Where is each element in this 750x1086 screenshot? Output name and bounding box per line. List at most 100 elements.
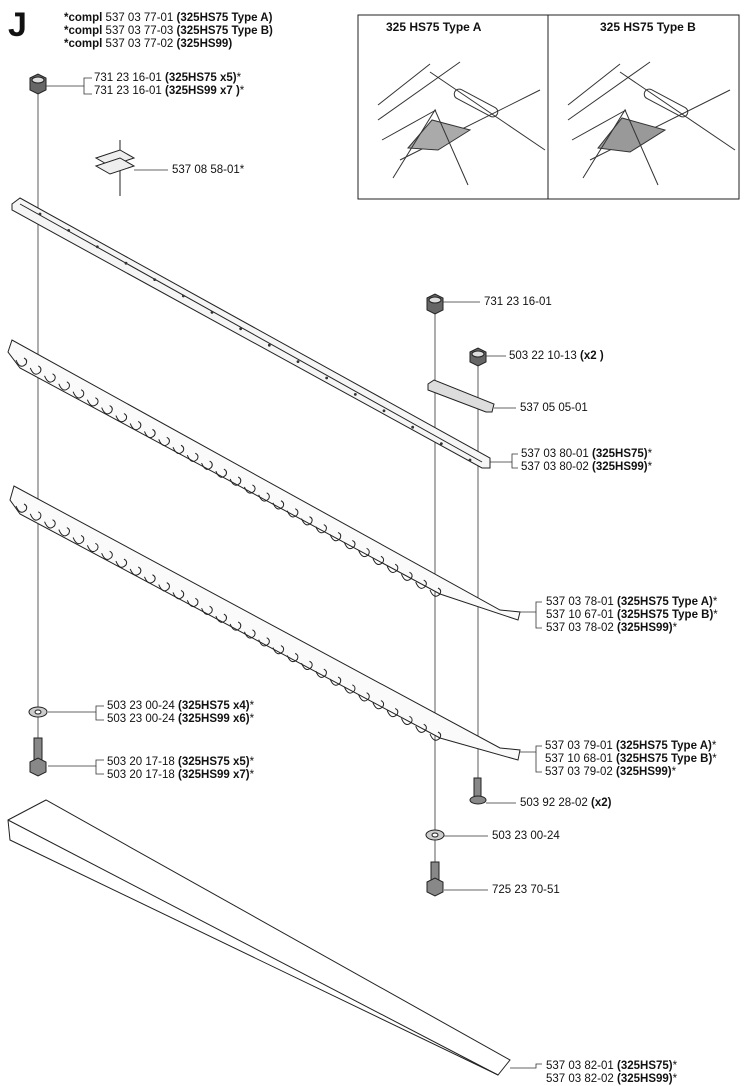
complete-assembly-header: *compl 537 03 77-01 (325HS75 Type A) *co…: [64, 12, 273, 51]
blade-tooth: [115, 558, 128, 568]
part-label: 537 03 82-01 (325HS75)* 537 03 82-02 (32…: [546, 1060, 678, 1085]
washer-part: [425, 829, 445, 841]
blade-tooth: [15, 357, 28, 367]
blade-tooth: [258, 637, 270, 647]
blade-tooth: [243, 629, 256, 639]
link-plate-part: [427, 379, 495, 413]
blade-tooth: [272, 645, 285, 655]
part-label: 537 03 78-01 (325HS75 Type A)* 537 10 67…: [546, 596, 718, 634]
bar-hole: [67, 229, 71, 232]
part-label: 537 05 05-01: [520, 402, 588, 414]
part-label: 537 03 79-01 (325HS75 Type A)* 537 10 68…: [545, 740, 717, 778]
blade-tooth: [286, 652, 299, 663]
blade-tooth: [44, 519, 56, 529]
blade-tooth: [343, 539, 356, 550]
inset-b-drawing: [567, 61, 736, 186]
blade-tooth: [215, 613, 228, 623]
upper-blade-part: [7, 339, 521, 621]
bar-hole: [181, 294, 185, 298]
part-label: 503 22 10-13 (x2 ): [509, 350, 604, 362]
blade-tooth: [286, 508, 299, 518]
blade-tooth: [358, 547, 370, 558]
blade-tooth: [329, 676, 342, 686]
bolt-part: [29, 737, 47, 777]
part-label: 537 08 58-01*: [172, 164, 245, 176]
lower-blade-part: [9, 485, 521, 761]
part-label: 537 03 80-01 (325HS75)* 537 03 80-02 (32…: [521, 448, 653, 473]
inset-title-b: 325 HS75 Type B: [600, 20, 696, 34]
blade-tooth: [329, 532, 342, 542]
inset-title-a: 325 HS75 Type A: [386, 20, 482, 34]
bar-hole: [210, 311, 214, 314]
blade-tooth: [186, 452, 199, 462]
part-label: 731 23 16-01: [484, 296, 552, 308]
blade-tooth: [201, 460, 213, 470]
bar-hole: [124, 261, 128, 265]
blade-tooth: [429, 731, 442, 741]
blade-tooth: [86, 397, 99, 407]
blade-tooth: [315, 668, 327, 678]
blade-tooth: [201, 605, 213, 615]
part-label: 503 92 28-02 (x2): [520, 797, 612, 809]
bolt-part: [426, 861, 444, 897]
blade-tooth: [29, 511, 42, 521]
compl-line: *compl 537 03 77-02 (325HS99): [64, 38, 233, 50]
inset-a-drawing: [377, 61, 546, 186]
bar-hole: [267, 343, 271, 347]
blade-tooth: [315, 524, 327, 534]
blade-tooth: [29, 365, 42, 375]
clip-part: [94, 140, 136, 196]
nut-part: [469, 347, 487, 367]
bolt-part: [469, 777, 487, 805]
bar-hole: [95, 245, 99, 249]
part-label: 725 23 70-51: [492, 884, 560, 896]
nut-part: [426, 293, 444, 315]
blade-tooth: [15, 503, 28, 513]
nut-part: [29, 73, 47, 95]
bar-hole: [411, 425, 415, 429]
compl-line: *compl 537 03 77-01 (325HS75 Type A): [64, 12, 273, 24]
bar-hole: [382, 409, 386, 413]
blade-tooth: [144, 574, 156, 584]
blade-tooth: [144, 428, 156, 439]
bar-hole: [468, 458, 472, 462]
blade-tooth: [44, 373, 56, 383]
blade-tooth: [101, 405, 113, 415]
part-label: 503 23 00-24: [492, 830, 560, 842]
blade-tooth: [243, 484, 256, 494]
compl-line: *compl 537 03 77-03 (325HS75 Type B): [64, 25, 273, 37]
blade-tooth: [229, 476, 242, 486]
blade-tooth: [343, 684, 356, 694]
blade-tooth: [158, 436, 170, 447]
bar-hole: [296, 360, 300, 363]
part-label: 731 23 16-01 (325HS75 x5)* 731 23 16-01 …: [94, 72, 245, 97]
blade-tooth: [215, 468, 228, 478]
blade-tooth: [229, 621, 242, 631]
blade-tooth: [86, 542, 99, 553]
part-label: 503 23 00-24 (325HS75 x4)* 503 23 00-24 …: [107, 700, 255, 725]
leader-lines: [46, 77, 542, 1069]
blade-tooth: [58, 527, 70, 537]
section-letter: J: [8, 6, 27, 44]
blade-tooth: [58, 381, 70, 391]
blade-tooth: [272, 500, 285, 510]
bar-hole: [353, 393, 357, 396]
blade-tooth: [429, 587, 442, 597]
blade-tooth: [115, 413, 128, 423]
bar-hole: [38, 212, 42, 216]
part-label: 503 20 17-18 (325HS75 x5)* 503 20 17-18 …: [107, 756, 255, 781]
blade-tooth: [129, 566, 142, 576]
blade-tooth: [415, 723, 427, 733]
blade-tooth: [372, 555, 385, 566]
blade-tooth: [129, 421, 142, 431]
bar-hole: [153, 278, 157, 281]
blade-tooth: [400, 715, 413, 726]
blade-tooth: [172, 444, 185, 454]
blade-tooth: [400, 571, 413, 581]
bar-hole: [439, 442, 443, 445]
blade-tooth: [358, 692, 370, 702]
bar-hole: [239, 327, 243, 331]
bar-hole: [325, 376, 329, 380]
detail-inset: [357, 14, 740, 200]
